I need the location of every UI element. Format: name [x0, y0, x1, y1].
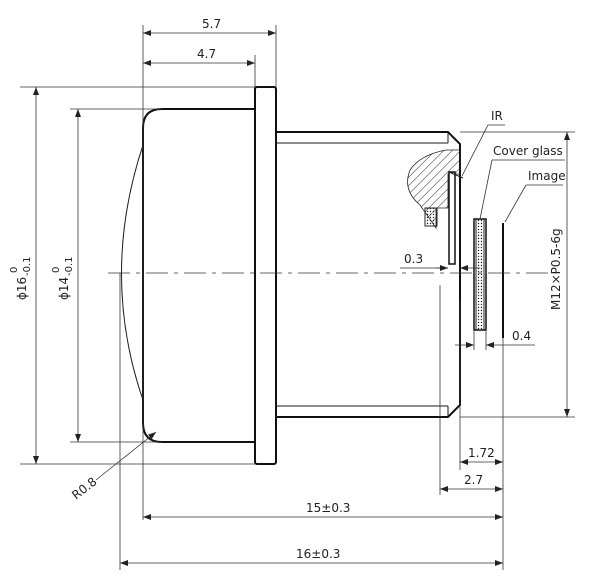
phi16-lower-tol: -0.1: [22, 256, 33, 276]
section-cut: [407, 149, 464, 265]
front-housing: [142, 108, 256, 443]
thread-label: M12×P0.5-6g: [549, 228, 563, 310]
front-lens-element: [121, 144, 144, 401]
dim-phi14: ϕ14 0 -0.1: [51, 109, 81, 442]
radius-label: R0.8: [69, 474, 99, 502]
phi14-upper-tol: 0: [51, 267, 62, 273]
dotted-section: [424, 207, 438, 227]
dim-0-4: 0.4: [455, 329, 535, 348]
dim-1-72: 1.72: [460, 446, 503, 465]
leader-ir: IR: [461, 109, 505, 177]
svg-text:ϕ14: ϕ14: [57, 277, 71, 300]
leader-cover-glass: Cover glass: [479, 144, 565, 220]
cover-glass-label: Cover glass: [493, 144, 563, 158]
dim-16: 16±0.3: [120, 547, 503, 566]
lens-body: [121, 86, 461, 465]
svg-text:ϕ16: ϕ16: [15, 277, 29, 300]
phi14-lower-tol: -0.1: [64, 256, 75, 276]
cover-glass: [475, 218, 485, 331]
dim-4-7: 4.7: [143, 47, 255, 66]
ir-label: IR: [491, 109, 503, 123]
image-label: Image: [528, 169, 566, 183]
ir-filter: [448, 171, 456, 265]
dim-2-7-label: 2.7: [464, 473, 483, 487]
dim-4-7-label: 4.7: [197, 47, 216, 61]
dim-phi16: ϕ16 0 -0.1: [9, 87, 39, 464]
flange: [254, 86, 277, 465]
dim-16-label: 16±0.3: [296, 547, 340, 561]
phi16-upper-tol: 0: [9, 267, 20, 273]
phi14-symbol: ϕ14: [57, 277, 71, 300]
dim-0-3-label: 0.3: [404, 252, 423, 266]
phi16-symbol: ϕ16: [15, 277, 29, 300]
dim-0-4-label: 0.4: [512, 329, 531, 343]
dim-5-7-label: 5.7: [202, 17, 221, 31]
dim-2-7: 2.7: [440, 473, 503, 492]
dim-0-3: 0.3: [400, 252, 480, 271]
dim-15-label: 15±0.3: [306, 501, 350, 515]
threaded-barrel: [276, 131, 461, 418]
dim-thread: M12×P0.5-6g: [549, 132, 570, 417]
extension-lines: [20, 25, 575, 570]
leader-image: Image: [504, 169, 566, 223]
dim-5-7: 5.7: [143, 17, 276, 36]
dim-1-72-label: 1.72: [468, 446, 495, 460]
dim-15: 15±0.3: [143, 501, 503, 520]
